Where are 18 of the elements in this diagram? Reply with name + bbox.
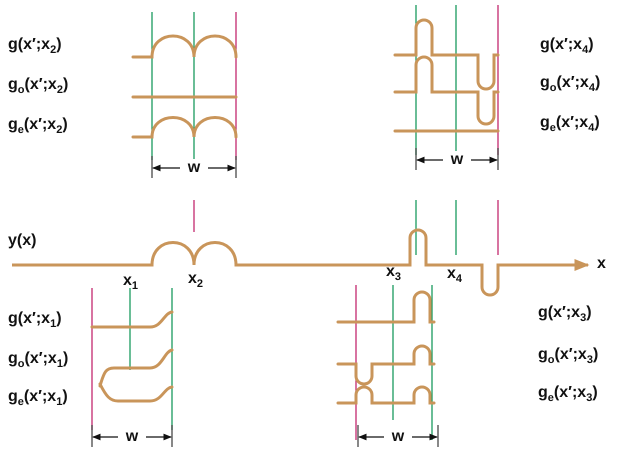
- function-label: g(x′;x$_{2}$): [8, 36, 62, 58]
- function-label: g$_{e}$(x′;x$_{4}$): [540, 114, 600, 136]
- position-label: x$_{1}$: [123, 272, 138, 294]
- function-label: g$_{o}$(x′;x$_{2}$): [8, 76, 68, 98]
- function-label: g$_{e}$(x′;x$_{1}$): [8, 388, 68, 410]
- position-label: x$_{3}$: [386, 263, 402, 286]
- function-label: g(x′;x$_{1}$): [8, 310, 62, 332]
- axis-label: y(x): [8, 232, 36, 250]
- axis-label: x: [597, 255, 606, 273]
- function-label: g$_{e}$(x′;x$_{2}$): [8, 116, 68, 138]
- function-label: g(x′;x$_{4}$): [540, 36, 594, 58]
- function-label: g$_{o}$(x′;x$_{1}$): [8, 350, 68, 372]
- function-label: g$_{o}$(x′;x$_{4}$): [540, 74, 600, 96]
- position-label: x$_{2}$: [188, 270, 204, 292]
- function-label: g(x′;x$_{3}$): [538, 304, 592, 326]
- position-label: x$_{4}$: [447, 265, 462, 288]
- function-label: g$_{e}$(x′;x$_{3}$): [538, 384, 598, 406]
- function-label: g$_{o}$(x′;x$_{3}$): [538, 346, 598, 368]
